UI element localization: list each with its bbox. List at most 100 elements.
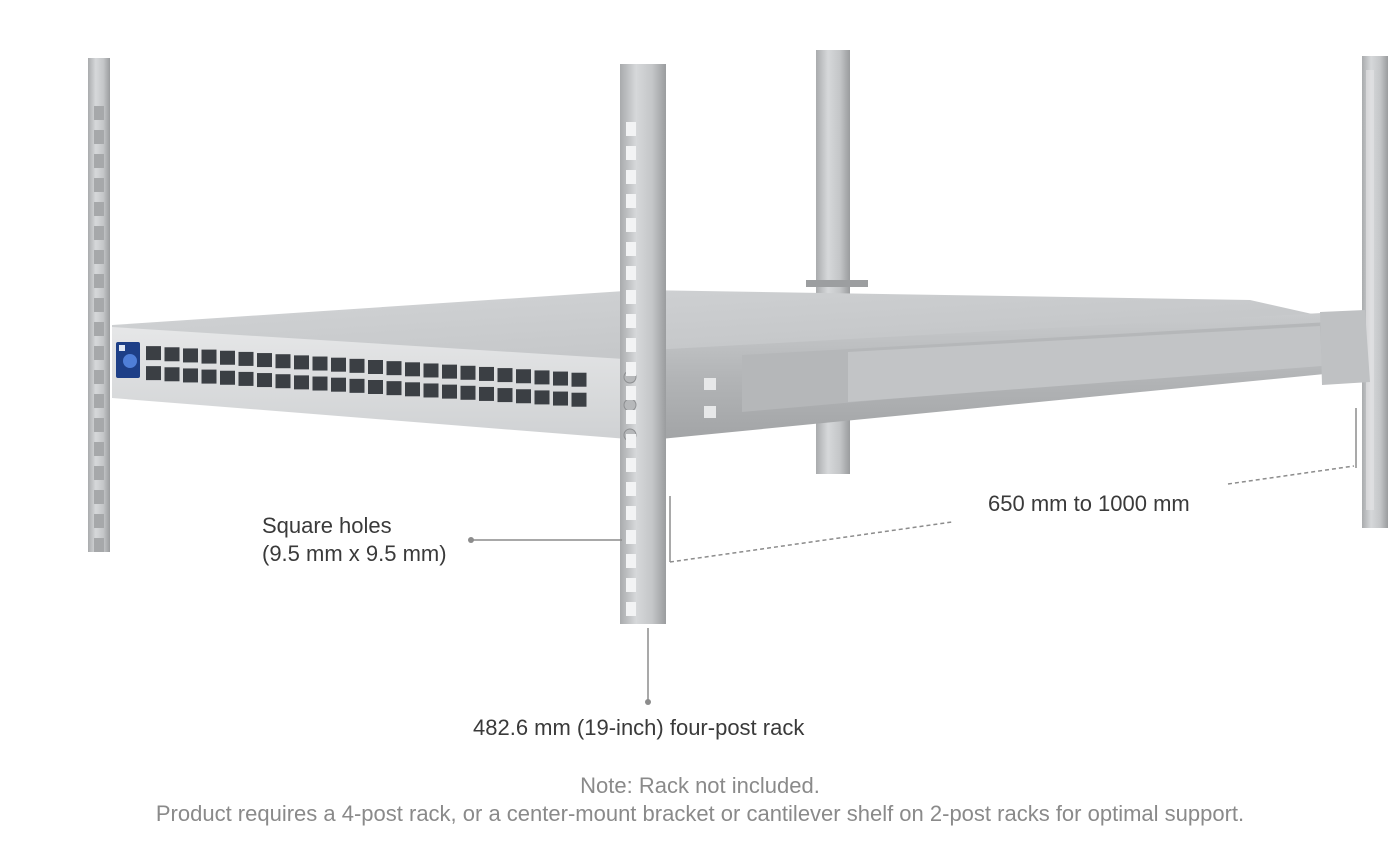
rack-hole xyxy=(626,602,636,616)
sfp-port xyxy=(368,360,383,374)
square-holes-label: Square holes (9.5 mm x 9.5 mm) xyxy=(262,512,447,568)
sfp-port xyxy=(220,370,235,385)
rack-hole xyxy=(626,434,636,448)
sfp-port xyxy=(294,355,309,370)
sfp-port xyxy=(553,391,568,406)
rack-hole xyxy=(626,554,636,568)
sfp-port xyxy=(405,382,420,397)
sfp-port xyxy=(312,376,328,391)
rack-hole xyxy=(626,578,636,592)
square-holes-dimension: (9.5 mm x 9.5 mm) xyxy=(262,541,447,566)
sfp-port xyxy=(238,371,254,386)
note-rack-requirement: Product requires a 4-post rack, or a cen… xyxy=(155,801,1245,826)
sfp-port xyxy=(460,385,476,400)
square-holes-callout-line xyxy=(468,537,622,543)
rack-hole xyxy=(626,506,636,520)
rack-hole xyxy=(94,394,104,408)
sfp-port xyxy=(238,351,254,366)
sfp-port xyxy=(331,357,346,372)
sfp-port xyxy=(331,377,346,392)
rack-hole xyxy=(94,274,104,288)
rack-hole xyxy=(94,370,104,384)
rack-hole xyxy=(94,250,104,264)
sfp-port xyxy=(294,375,309,390)
side-mounting-rail xyxy=(650,310,1370,440)
rack-hole xyxy=(626,362,636,376)
rack-hole xyxy=(94,106,104,120)
sfp-port xyxy=(220,350,235,365)
rack-hole xyxy=(626,242,636,256)
rack-hole xyxy=(94,442,104,456)
sfp-port xyxy=(146,346,161,361)
sfp-port xyxy=(368,380,383,394)
sfp-port xyxy=(479,366,494,381)
rear-right-post xyxy=(1362,56,1388,528)
rack-hole xyxy=(94,226,104,240)
sfp-port xyxy=(164,347,180,362)
sfp-port xyxy=(534,390,550,405)
sfp-port xyxy=(497,368,513,383)
rack-hole xyxy=(626,146,636,160)
rack-hole xyxy=(94,418,104,432)
sfp-port xyxy=(164,367,180,382)
rack-type-label: 482.6 mm (19-inch) four-post rack xyxy=(473,715,805,740)
rack-hole xyxy=(626,338,636,352)
sfp-port xyxy=(571,372,587,387)
rack-hole xyxy=(94,130,104,144)
sfp-port xyxy=(553,371,568,386)
sfp-port xyxy=(386,361,402,376)
rack-hole xyxy=(626,122,636,136)
rack-hole xyxy=(626,458,636,472)
sfp-port xyxy=(516,369,531,384)
sfp-port xyxy=(386,381,402,396)
rack-hole xyxy=(626,218,636,232)
sfp-port xyxy=(442,364,457,379)
rack-hole xyxy=(626,530,636,544)
rack-hole xyxy=(94,490,104,504)
rack-hole xyxy=(626,386,636,400)
sfp-port xyxy=(497,388,513,403)
rack-hole xyxy=(94,154,104,168)
sfp-port xyxy=(257,353,272,368)
sfp-port xyxy=(571,392,587,407)
sfp-port xyxy=(516,389,531,404)
rack-hole xyxy=(94,466,104,480)
rack-hole xyxy=(94,322,104,336)
sfp-port xyxy=(146,366,161,381)
switch-display xyxy=(116,342,140,378)
rack-hole xyxy=(626,410,636,424)
sfp-port xyxy=(405,362,420,377)
rack-type-callout-line xyxy=(645,628,651,705)
rack-hole xyxy=(626,170,636,184)
rack-hole xyxy=(94,178,104,192)
front-right-post-holes xyxy=(626,122,636,616)
sfp-port-bank xyxy=(146,346,587,407)
sfp-port xyxy=(460,365,476,380)
rack-hole xyxy=(626,194,636,208)
sfp-port xyxy=(201,369,217,384)
rack-hole xyxy=(626,482,636,496)
square-holes-title: Square holes xyxy=(262,513,392,538)
sfp-port xyxy=(257,373,272,388)
rack-hole xyxy=(94,538,104,552)
sfp-port xyxy=(534,370,550,385)
depth-dimension-line xyxy=(669,408,1357,563)
sfp-port xyxy=(312,356,328,371)
rack-hole xyxy=(626,314,636,328)
note-rack-not-included: Note: Rack not included. xyxy=(580,773,820,798)
rack-hole xyxy=(626,290,636,304)
sfp-port xyxy=(183,348,198,363)
sfp-port xyxy=(423,363,439,378)
rack-hole xyxy=(94,202,104,216)
rack-hole xyxy=(94,298,104,312)
sfp-port xyxy=(423,383,439,398)
sfp-port xyxy=(479,386,494,401)
depth-range-label: 650 mm to 1000 mm xyxy=(988,491,1190,516)
rack-hole xyxy=(94,346,104,360)
sfp-port xyxy=(201,349,217,364)
sfp-port xyxy=(442,384,457,399)
sfp-port xyxy=(275,354,291,369)
sfp-port xyxy=(349,378,365,393)
sfp-port xyxy=(183,368,198,383)
